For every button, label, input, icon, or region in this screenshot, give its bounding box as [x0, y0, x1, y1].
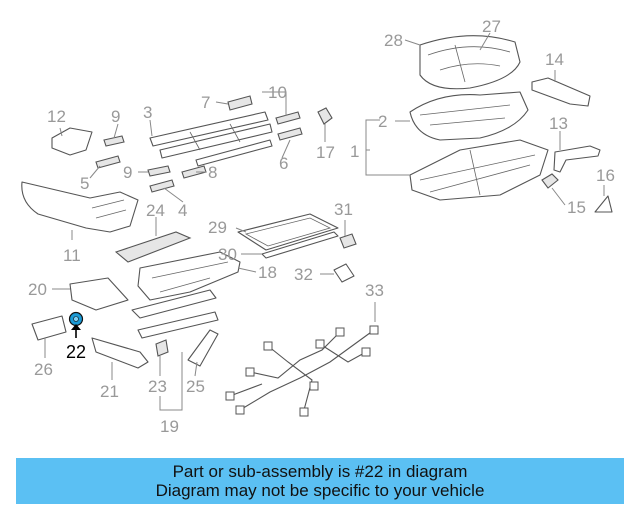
callout-20: 20: [28, 280, 47, 299]
seat-cushion-part: [419, 35, 521, 90]
leader-lines: [44, 32, 605, 411]
part-15: [541, 173, 559, 189]
callout-18: 18: [258, 263, 277, 282]
callout-7: 7: [201, 93, 210, 112]
banner-line-1: Part or sub-assembly is #22 in diagram: [172, 462, 468, 481]
callout-6: 6: [279, 154, 288, 173]
part-16: [594, 195, 613, 213]
banner-line-2: Diagram may not be specific to your vehi…: [155, 481, 485, 500]
callout-1: 1: [350, 142, 359, 161]
part-17: [317, 107, 333, 125]
part-24: [114, 231, 192, 263]
part-29-30: [237, 213, 339, 259]
callout-labels: 28 27 2 1 14 13 15 16 17 12 5 9 9 7 3 10…: [28, 17, 615, 436]
parts-diagram: 28 27 2 1 14 13 15 16 17 12 5 9 9 7 3 10…: [21, 17, 615, 436]
part-26: [31, 315, 67, 341]
part-7: [227, 95, 253, 111]
callout-16: 16: [596, 166, 615, 185]
callout-3: 3: [143, 103, 152, 122]
part-14: [531, 77, 591, 107]
callout-24: 24: [146, 201, 165, 220]
part-9-upper: [103, 135, 125, 147]
part-13: [553, 145, 601, 173]
info-banner: Part or sub-assembly is #22 in diagram D…: [16, 458, 624, 504]
callout-25: 25: [186, 377, 205, 396]
callout-33: 33: [365, 281, 384, 300]
callout-27: 27: [482, 17, 501, 36]
callout-17: 17: [316, 143, 335, 162]
callout-22-highlight: 22: [66, 342, 86, 362]
callout-5: 5: [80, 174, 89, 193]
callout-2: 2: [378, 112, 387, 131]
part-18-base: [131, 251, 241, 339]
callout-13: 13: [549, 114, 568, 133]
part-25: [187, 329, 219, 367]
part-31: [339, 233, 357, 249]
callout-4: 4: [178, 201, 187, 220]
seat-frame-part: [409, 91, 549, 201]
wiring-harness-33: [225, 325, 379, 417]
part-9-lower: [147, 165, 171, 177]
part-4: [149, 179, 175, 193]
part-22-highlight[interactable]: [68, 311, 84, 339]
callout-31: 31: [334, 200, 353, 219]
part-3-rails: [149, 111, 273, 167]
callout-30: 30: [218, 245, 237, 264]
part-20: [69, 277, 129, 311]
callout-9-lower: 9: [123, 163, 132, 182]
callout-29: 29: [208, 218, 227, 237]
callout-21: 21: [100, 382, 119, 401]
callout-8: 8: [208, 163, 217, 182]
callout-28: 28: [384, 31, 403, 50]
callout-32: 32: [294, 265, 313, 284]
callout-11: 11: [63, 246, 81, 265]
part-5: [95, 155, 121, 169]
part-12: [51, 127, 93, 156]
callout-10: 10: [268, 83, 287, 102]
callout-9-upper: 9: [111, 107, 120, 126]
part-23: [155, 339, 169, 357]
callout-15: 15: [567, 198, 586, 217]
part-21: [91, 337, 149, 369]
part-11: [21, 181, 139, 233]
callout-23: 23: [148, 377, 167, 396]
callout-12: 12: [47, 107, 66, 126]
part-6: [277, 127, 303, 141]
callout-26: 26: [34, 360, 53, 379]
part-10: [275, 111, 301, 125]
part-32: [333, 263, 355, 283]
callout-14: 14: [545, 50, 564, 69]
callout-19: 19: [160, 417, 179, 436]
